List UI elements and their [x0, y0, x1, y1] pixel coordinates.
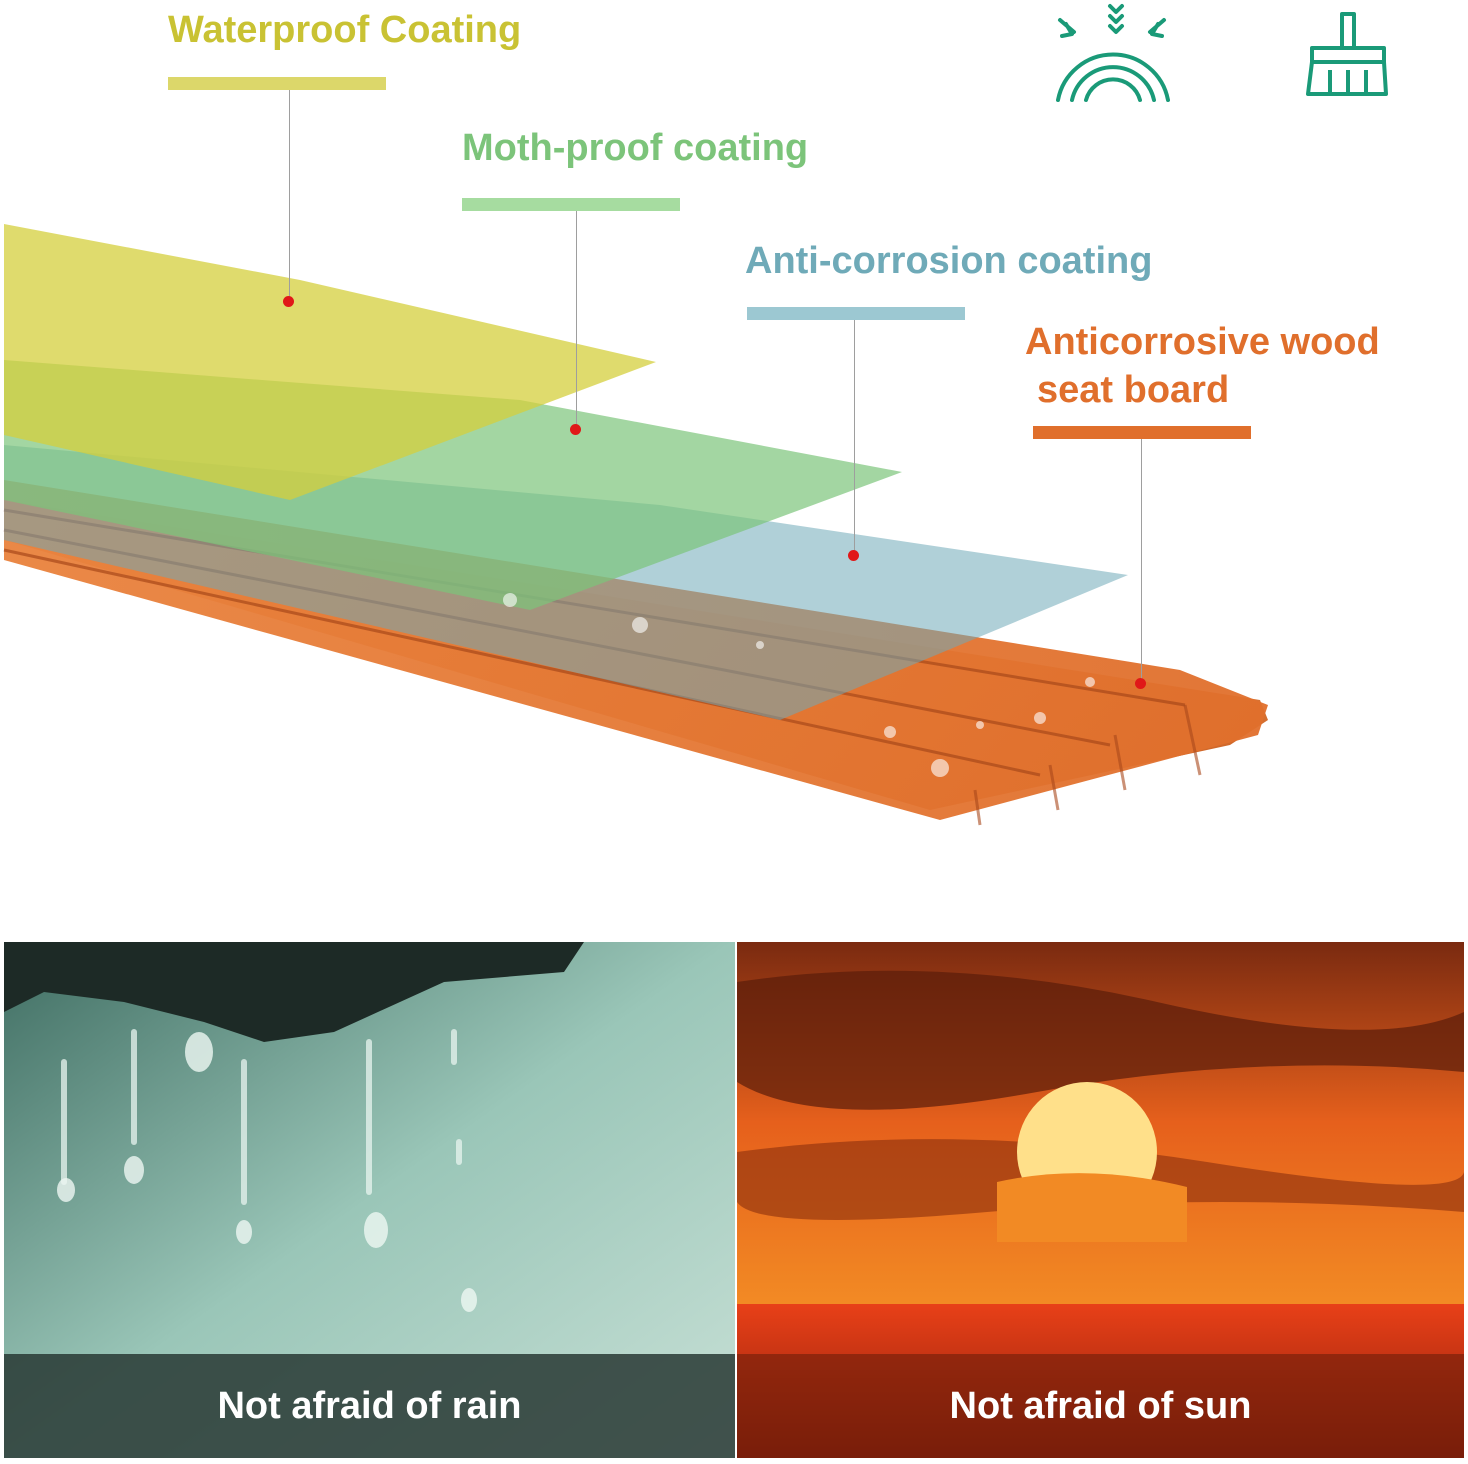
wood-board-bar: [1033, 426, 1251, 439]
anti-corrosion-coating-bar: [747, 307, 965, 320]
sun-caption: Not afraid of sun: [737, 1354, 1464, 1458]
moth-proof-coating-bar: [462, 198, 680, 211]
anti-corrosion-leader-line: [854, 320, 855, 554]
waterproof-marker: [283, 296, 294, 307]
anti-corrosion-marker: [848, 550, 859, 561]
moth-proof-marker: [570, 424, 581, 435]
coating-layers-illustration: [0, 200, 1468, 870]
wood-board-label-line2: seat board: [1037, 369, 1230, 411]
rain-arch-icon: [1050, 2, 1174, 106]
moth-proof-coating-label: Moth-proof coating: [462, 127, 809, 169]
rain-caption: Not afraid of rain: [4, 1354, 735, 1458]
wood-board-marker: [1135, 678, 1146, 689]
wood-board-label-line1: Anticorrosive wood: [1025, 321, 1380, 363]
wood-board-leader-line: [1141, 439, 1142, 683]
waterproof-leader-line: [289, 90, 290, 300]
sun-panel: Not afraid of sun: [737, 942, 1464, 1458]
broom-icon: [1304, 10, 1390, 100]
rain-panel: Not afraid of rain: [4, 942, 735, 1458]
anti-corrosion-coating-label: Anti-corrosion coating: [745, 240, 1153, 282]
moth-proof-leader-line: [576, 211, 577, 427]
waterproof-coating-label: Waterproof Coating: [168, 9, 522, 51]
waterproof-coating-bar: [168, 77, 386, 90]
